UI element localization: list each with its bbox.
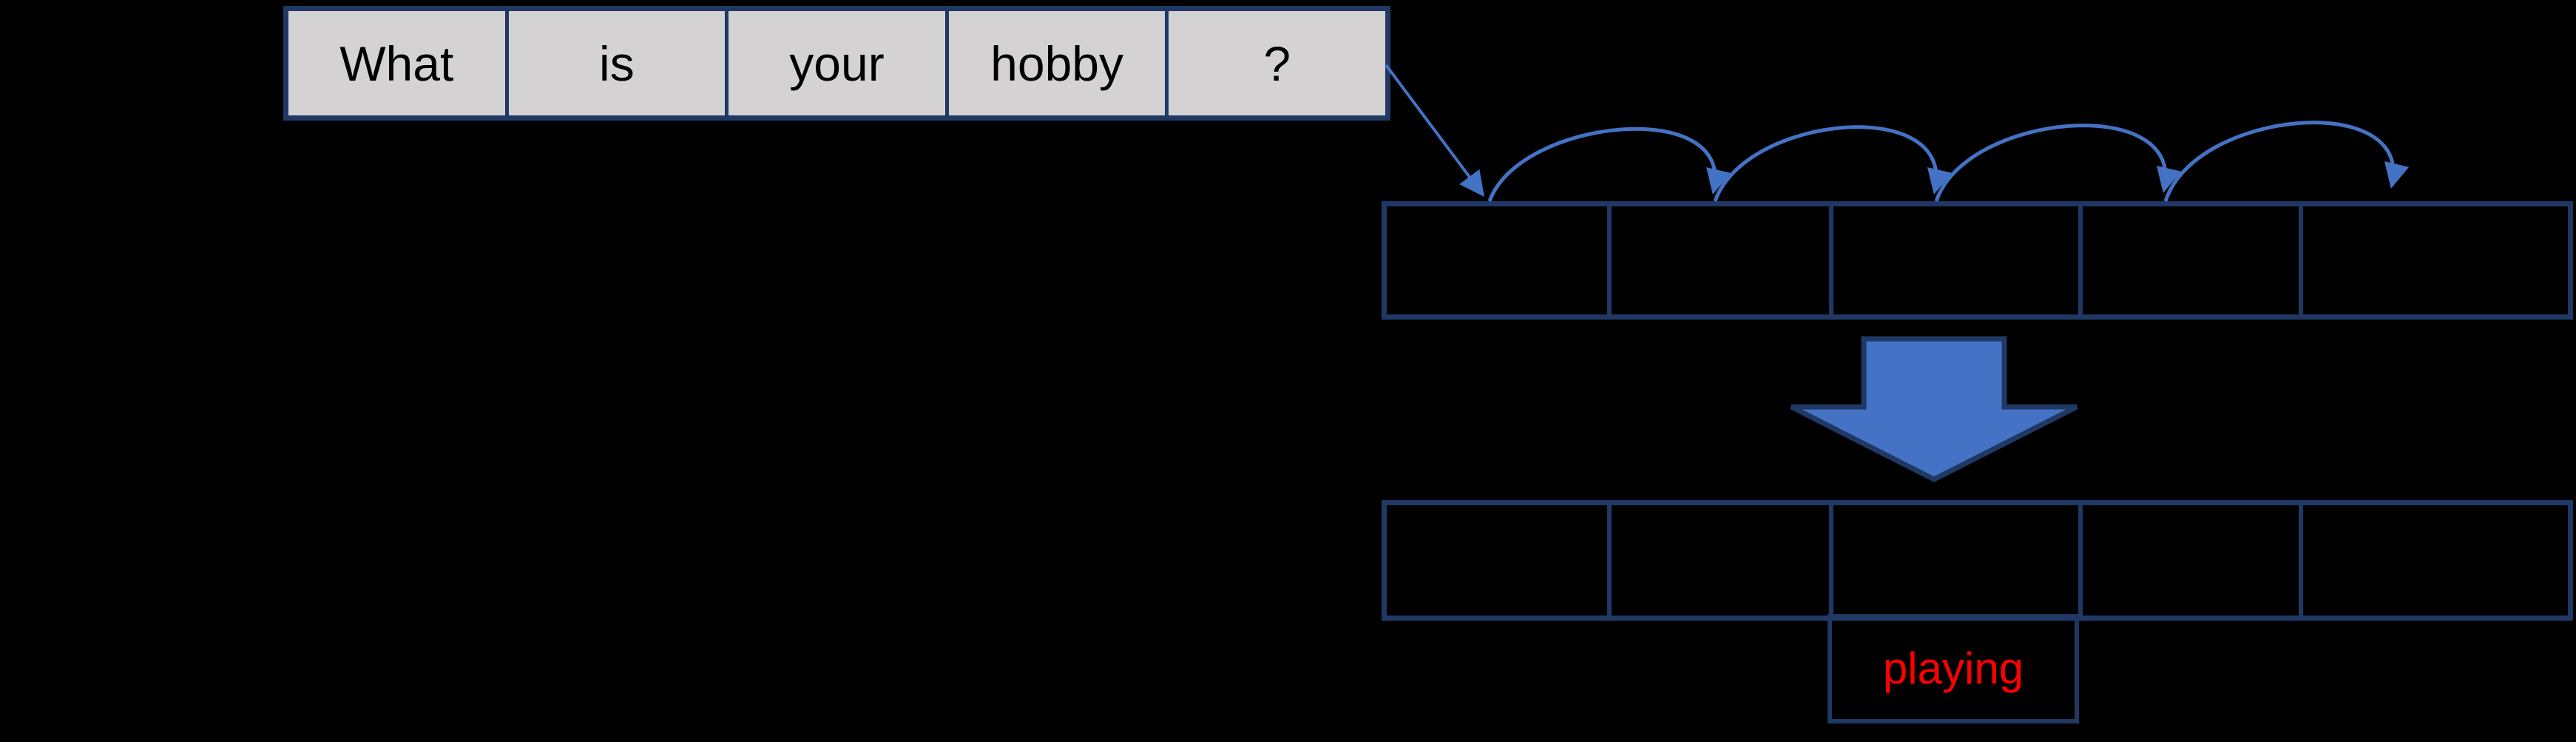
embedding-cell (1606, 206, 1829, 314)
arc-hop-arrow-icon (2163, 121, 2410, 202)
input-connector-arrow-icon (1385, 64, 1485, 198)
token-label: your (789, 36, 885, 91)
token-cell: is (504, 11, 726, 115)
big-down-block-arrow-icon (1790, 336, 2078, 482)
token-cell: your (725, 11, 945, 115)
token-label: ? (1263, 36, 1291, 91)
token-cell: What (288, 11, 505, 115)
token-label: is (599, 36, 635, 91)
arc-hop-arrow-icon (1487, 127, 1731, 202)
embedding-cell (2078, 206, 2299, 314)
embedding-row-top (1382, 201, 2573, 320)
predicted-word-label: playing (1882, 644, 2024, 693)
embedding-row-bottom (1382, 500, 2573, 621)
token-label: What (339, 36, 454, 91)
token-label: hobby (990, 36, 1123, 91)
arc-hop-arrow-icon (1713, 125, 1953, 202)
embedding-cell (1828, 505, 2078, 615)
embedding-cell (1387, 206, 1607, 314)
sentence-token-row: What is your hobby ? (283, 6, 1390, 121)
token-cell: hobby (944, 11, 1166, 115)
embedding-cell (1387, 505, 1607, 615)
embedding-cell (2298, 505, 2568, 615)
embedding-cell (2298, 206, 2568, 314)
arc-hop-arrow-icon (1934, 124, 2182, 202)
predicted-word-box: playing (1828, 614, 2079, 724)
token-cell: ? (1165, 11, 1385, 115)
embedding-cell (1606, 505, 1829, 615)
embedding-cell (2078, 505, 2299, 615)
embedding-cell (1828, 206, 2078, 314)
